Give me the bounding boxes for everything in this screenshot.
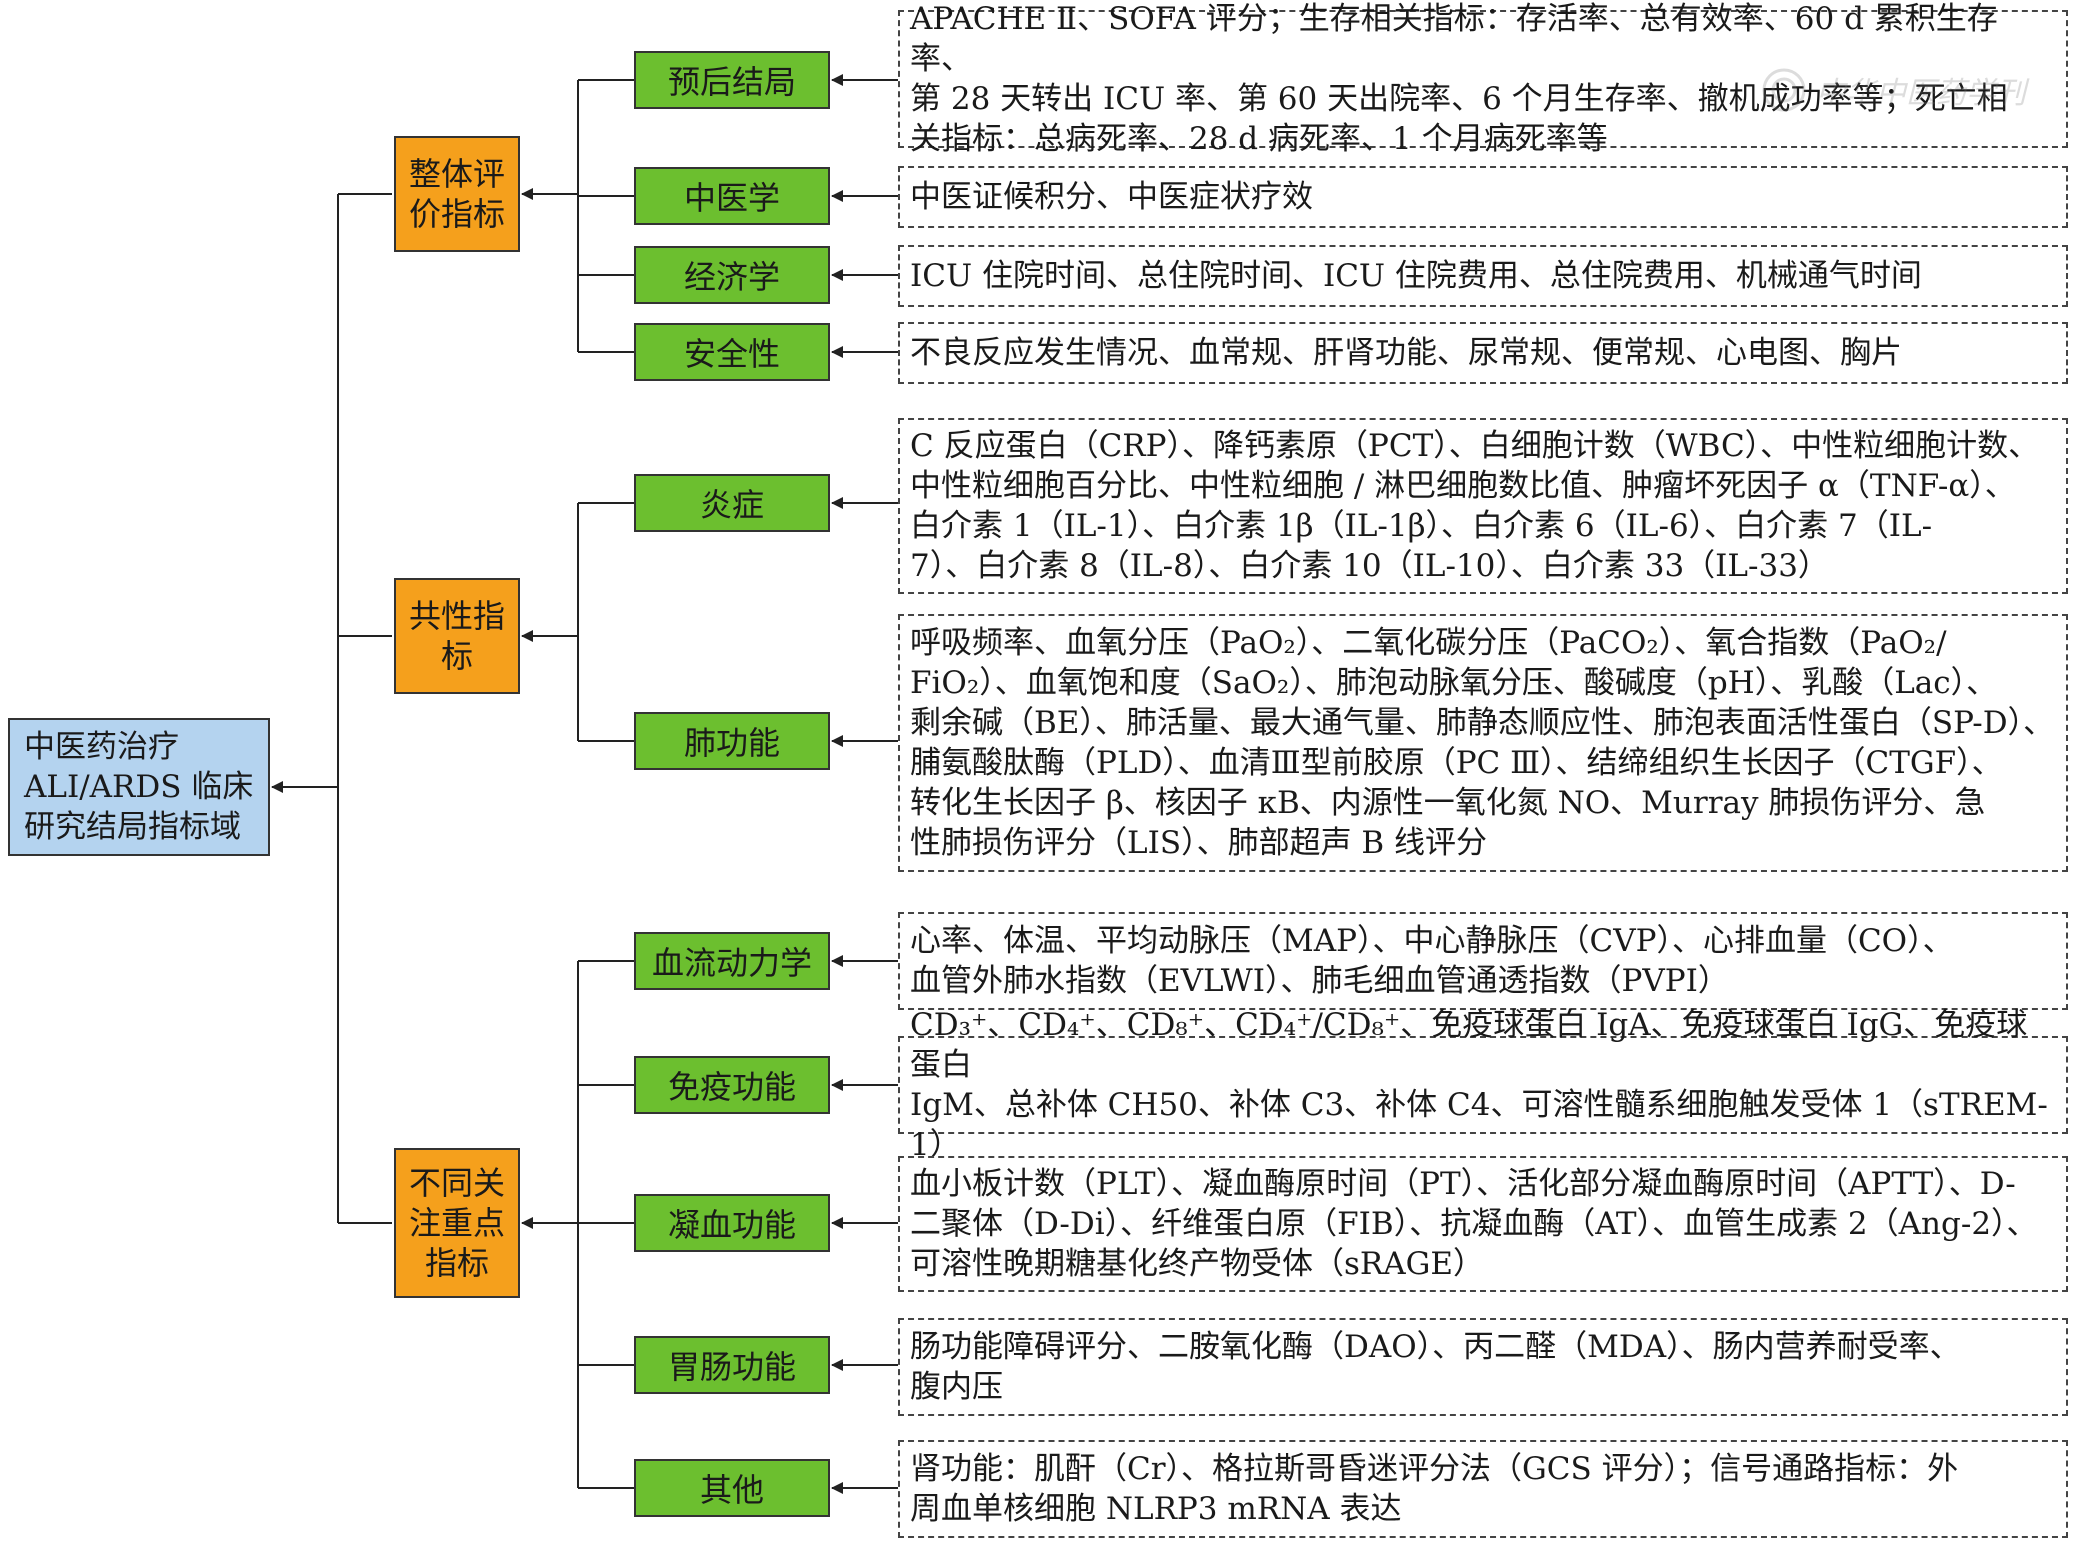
sub-node-lung-function: 肺功能 [634,712,830,770]
sub-node-others: 其他 [634,1459,830,1517]
sub-label-prognosis: 预后结局 [667,63,796,101]
sub-node-tcm: 中医学 [634,167,830,225]
category-focus: 不同关注重点指标 [394,1148,520,1298]
detail-text: 中医证候积分、中医症状疗效 [910,179,1313,215]
sub-label-hemodynamics: 血流动力学 [651,944,812,982]
sub-label-others: 其他 [699,1471,764,1509]
detail-text: 不良反应发生情况、血常规、肝肾功能、尿常规、便常规、心电图、胸片 [910,335,1902,371]
detail-text: ICU 住院时间、总住院时间、ICU 住院费用、总住院费用、机械通气时间 [910,258,1922,294]
root-label: 中医药治疗 ALI/ARDS 临床研究结局指标域 [24,729,254,845]
sub-node-economics: 经济学 [634,246,830,304]
detail-box-coagulation: 血小板计数（PLT）、凝血酶原时间（PT）、活化部分凝血酶原时间（APTT）、D… [898,1156,2068,1292]
detail-box-hemodynamics: 心率、体温、平均动脉压（MAP）、中心静脉压（CVP）、心排血量（CO）、 血管… [898,912,2068,1010]
detail-box-gastrointestinal: 肠功能障碍评分、二胺氧化酶（DAO）、丙二醛（MDA）、肠内营养耐受率、 腹内压 [898,1318,2068,1416]
detail-text: 心率、体温、平均动脉压（MAP）、中心静脉压（CVP）、心排血量（CO）、 血管… [910,923,1954,999]
sub-label-economics: 经济学 [683,258,780,296]
detail-text: 肾功能：肌酐（Cr）、格拉斯哥昏迷评分法（GCS 评分）；信号通路指标：外 周血… [910,1451,1959,1527]
sub-node-immune: 免疫功能 [634,1056,830,1114]
category-label-common: 共性指标 [408,597,505,675]
detail-box-immune: CD₃⁺、CD₄⁺、CD₈⁺、CD₄⁺/CD₈⁺、免疫球蛋白 IgA、免疫球蛋白… [898,1007,2068,1163]
journal-watermark: 中华中医药学刊 [1760,62,2050,118]
sub-node-prognosis: 预后结局 [634,51,830,109]
sub-label-immune: 免疫功能 [667,1068,796,1106]
sub-label-safety: 安全性 [683,335,780,373]
detail-box-tcm: 中医证候积分、中医症状疗效 [898,166,2068,228]
sub-label-coagulation: 凝血功能 [667,1206,796,1244]
detail-box-safety: 不良反应发生情况、血常规、肝肾功能、尿常规、便常规、心电图、胸片 [898,322,2068,384]
root-node: 中医药治疗 ALI/ARDS 临床研究结局指标域 [8,718,270,856]
sub-label-inflammation: 炎症 [699,486,764,524]
journal-seal-icon [1762,68,1806,112]
detail-box-others: 肾功能：肌酐（Cr）、格拉斯哥昏迷评分法（GCS 评分）；信号通路指标：外 周血… [898,1440,2068,1538]
detail-text: 呼吸频率、血氧分压（PaO₂）、二氧化碳分压（PaCO₂）、氧合指数（PaO₂/… [910,625,2055,861]
sub-node-safety: 安全性 [634,323,830,381]
sub-node-hemodynamics: 血流动力学 [634,932,830,990]
detail-box-economics: ICU 住院时间、总住院时间、ICU 住院费用、总住院费用、机械通气时间 [898,245,2068,307]
detail-text: C 反应蛋白（CRP）、降钙素原（PCT）、白细胞计数（WBC）、中性粒细胞计数… [910,428,2040,584]
sub-label-tcm: 中医学 [683,179,780,217]
category-common: 共性指标 [394,578,520,694]
detail-box-prognosis: APACHE Ⅱ、SOFA 评分；生存相关指标：存活率、总有效率、60 d 累积… [898,1,2068,157]
detail-text: APACHE Ⅱ、SOFA 评分；生存相关指标：存活率、总有效率、60 d 累积… [910,1,2008,157]
category-overall: 整体评价指标 [394,136,520,252]
sub-label-lung-function: 肺功能 [683,724,780,762]
detail-box-lung-function: 呼吸频率、血氧分压（PaO₂）、二氧化碳分压（PaCO₂）、氧合指数（PaO₂/… [898,614,2068,872]
sub-node-gastrointestinal: 胃肠功能 [634,1336,830,1394]
category-label-overall: 整体评价指标 [408,155,505,233]
detail-text: 血小板计数（PLT）、凝血酶原时间（PT）、活化部分凝血酶原时间（APTT）、D… [910,1166,2038,1282]
sub-node-inflammation: 炎症 [634,474,830,532]
watermark-text: 中华中医药学刊 [1816,76,2026,111]
detail-text: 肠功能障碍评分、二胺氧化酶（DAO）、丙二醛（MDA）、肠内营养耐受率、 腹内压 [910,1329,1961,1405]
detail-text: CD₃⁺、CD₄⁺、CD₈⁺、CD₄⁺/CD₈⁺、免疫球蛋白 IgA、免疫球蛋白… [910,1007,2048,1163]
sub-label-gastrointestinal: 胃肠功能 [667,1348,796,1386]
sub-node-coagulation: 凝血功能 [634,1194,830,1252]
category-label-focus: 不同关注重点指标 [408,1164,505,1282]
detail-box-inflammation: C 反应蛋白（CRP）、降钙素原（PCT）、白细胞计数（WBC）、中性粒细胞计数… [898,418,2068,594]
